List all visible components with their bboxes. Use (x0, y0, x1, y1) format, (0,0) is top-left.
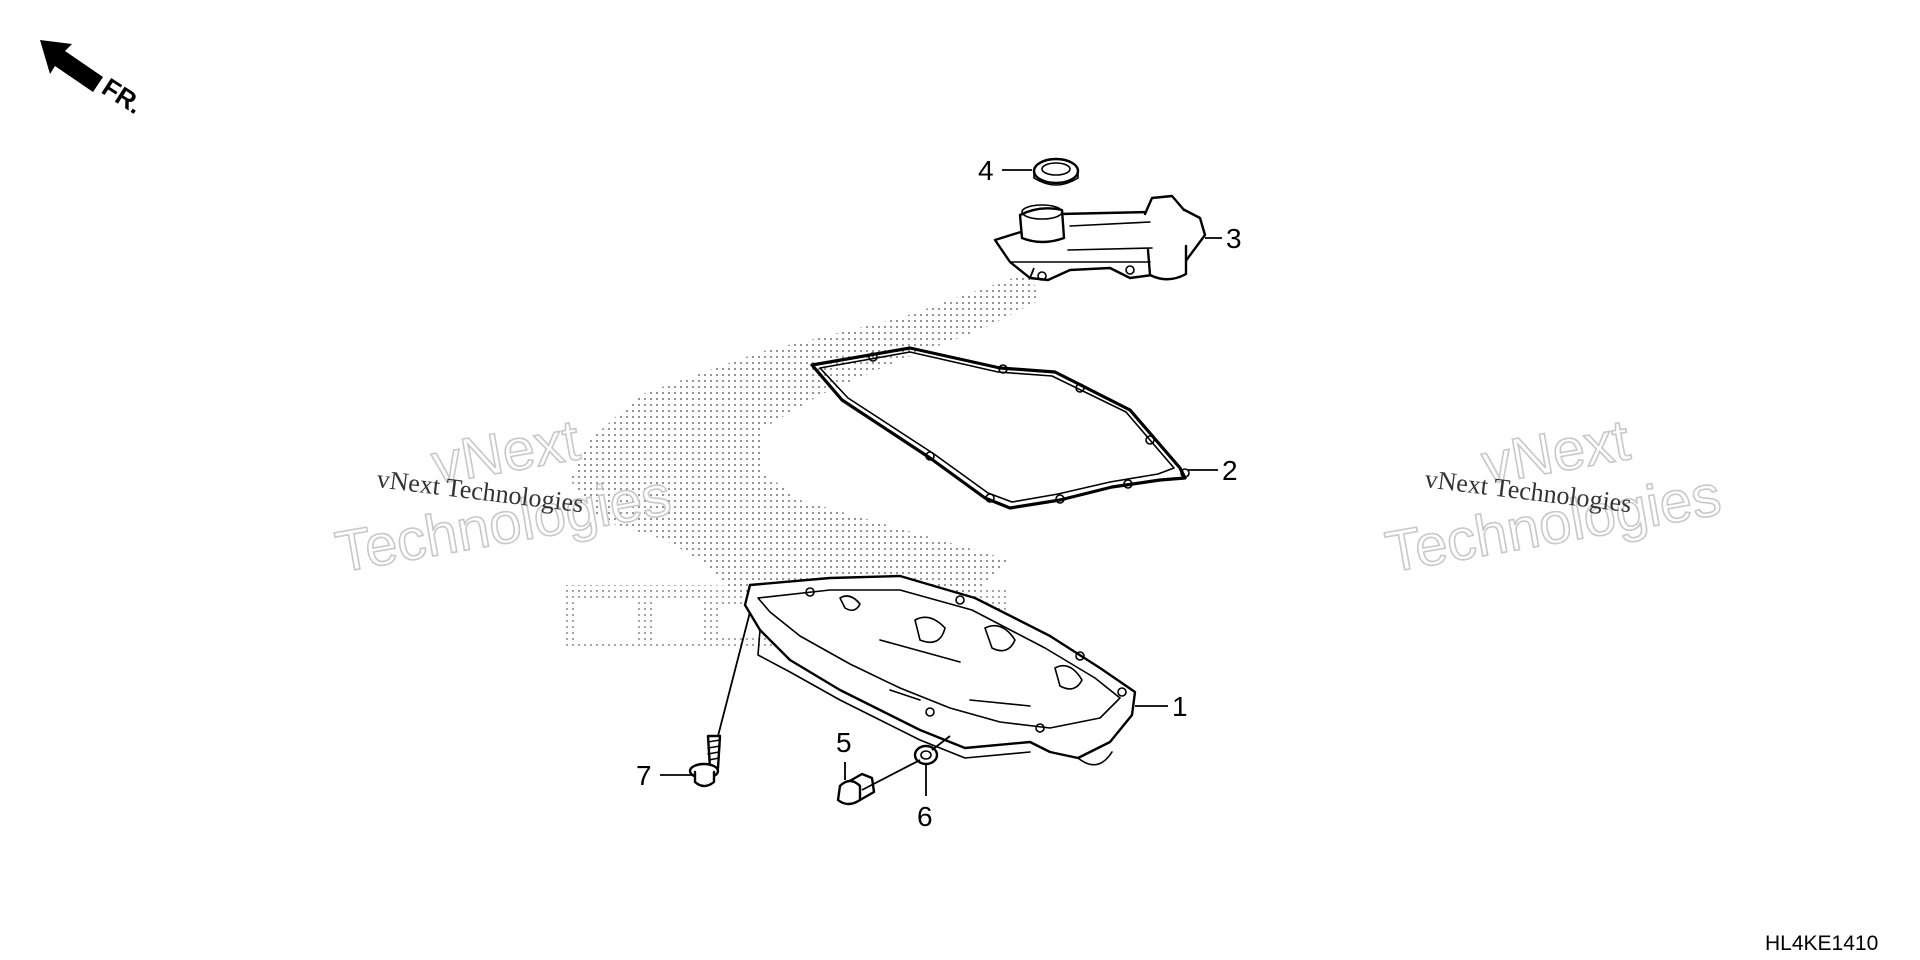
part-o-ring (1032, 157, 1080, 186)
callout-2: 2 (1222, 455, 1238, 486)
front-direction-arrow-icon (40, 40, 103, 92)
fr-label: FR. (97, 72, 148, 120)
part-gasket (810, 346, 1190, 510)
part-oil-pan (743, 574, 1137, 766)
diagram-code: HL4KE1410 (1765, 932, 1878, 955)
callout-3: 3 (1226, 223, 1242, 254)
callout-5: 5 (836, 727, 852, 758)
part-flange-bolt (688, 734, 722, 788)
leader-lines (660, 169, 1222, 796)
callout-6: 6 (917, 801, 933, 832)
part-washer (913, 744, 939, 766)
front-direction-indicator: FR. (40, 40, 148, 120)
callout-4: 4 (978, 155, 994, 186)
part-drain-bolt (836, 772, 876, 806)
part-strainer (993, 194, 1207, 282)
callout-7: 7 (636, 760, 652, 791)
callout-1: 1 (1172, 691, 1188, 722)
callout-numbers: 1 2 3 4 5 6 7 (636, 155, 1242, 832)
